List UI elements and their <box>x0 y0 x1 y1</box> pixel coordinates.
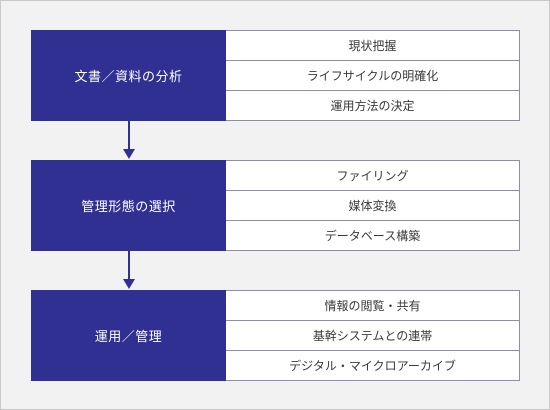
stage-item: 情報の閲覧・共有 <box>226 291 519 321</box>
stage-analysis: 文書／資料の分析 現状把握 ライフサイクルの明確化 運用方法の決定 <box>31 30 520 121</box>
stage-item: ファイリング <box>226 161 519 191</box>
stage-item: 運用方法の決定 <box>330 99 415 113</box>
stage-operation: 運用／管理 情報の閲覧・共有 基幹システムとの連帯 デジタル・マイクロアーカイブ <box>31 290 520 381</box>
stage-item: デジタル・マイクロアーカイブ <box>289 359 456 373</box>
down-arrow-icon <box>123 251 135 289</box>
stage-title: 文書／資料の分析 <box>31 30 226 121</box>
stage-item: ライフサイクルの明確化 <box>226 61 519 91</box>
stage-items: 現状把握 ライフサイクルの明確化 運用方法の決定 <box>226 30 520 121</box>
stage-item: データベース構築 <box>324 229 421 243</box>
stage-item: 基幹システムとの連帯 <box>226 321 519 351</box>
stage-item: 現状把握 <box>226 31 519 61</box>
stage-title: 管理形態の選択 <box>31 160 226 251</box>
stage-items: 情報の閲覧・共有 基幹システムとの連帯 デジタル・マイクロアーカイブ <box>226 290 520 381</box>
stage-management-type: 管理形態の選択 ファイリング 媒体変換 データベース構築 <box>31 160 520 251</box>
down-arrow-icon <box>123 121 135 159</box>
stage-items: ファイリング 媒体変換 データベース構築 <box>226 160 520 251</box>
stage-item: 媒体変換 <box>226 191 519 221</box>
stage-title: 運用／管理 <box>31 290 226 381</box>
